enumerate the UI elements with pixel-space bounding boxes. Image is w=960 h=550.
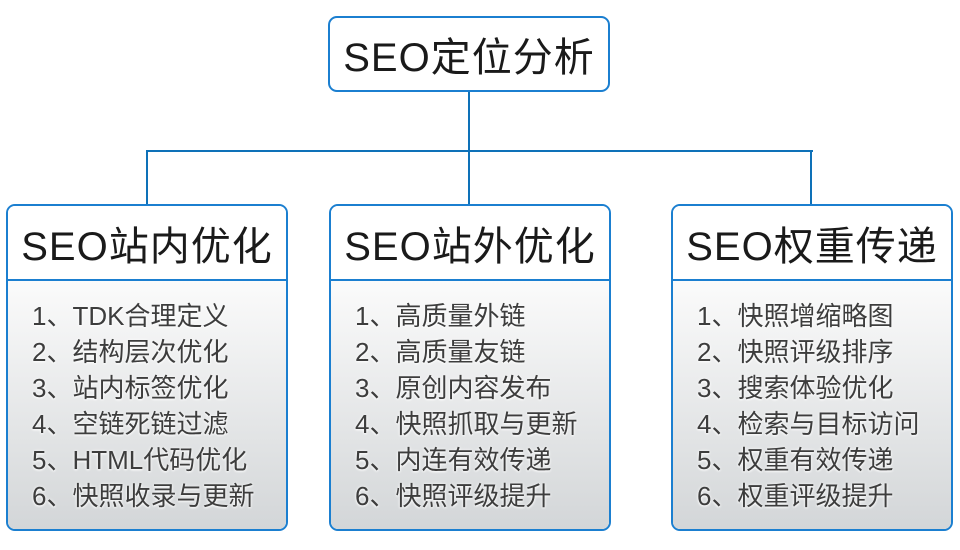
list-item: 1、高质量外链 — [355, 301, 526, 331]
column-offsite-optimization: SEO站外优化 1、高质量外链 2、高质量友链 3、原创内容发布 4、快照抓取与更新 5… — [329, 204, 611, 531]
list-item: 2、结构层次优化 — [32, 337, 229, 367]
list-item: 6、快照收录与更新 — [32, 481, 255, 511]
column-header: SEO站内优化 — [8, 206, 286, 281]
column-title: SEO站内优化 — [21, 224, 273, 269]
column-title: SEO权重传递 — [686, 224, 938, 269]
list-item: 4、空链死链过滤 — [32, 409, 229, 439]
root-node-title: SEO定位分析 — [343, 36, 595, 80]
list-item: 5、HTML代码优化 — [32, 445, 248, 475]
list-item: 3、原创内容发布 — [355, 373, 552, 403]
column-list: 1、TDK合理定义 2、结构层次优化 3、站内标签优化 4、空链死链过滤 5、HTML代… — [8, 281, 286, 529]
column-onsite-optimization: SEO站内优化 1、TDK合理定义 2、结构层次优化 3、站内标签优化 4、空链死链过… — [6, 204, 288, 531]
list-item: 5、权重有效传递 — [697, 445, 894, 475]
column-header: SEO站外优化 — [331, 206, 609, 281]
list-item: 2、快照评级排序 — [697, 337, 894, 367]
list-item: 3、站内标签优化 — [32, 373, 229, 403]
connector-drop-onsite — [146, 150, 148, 204]
list-item: 1、快照增缩略图 — [697, 301, 894, 331]
root-node: SEO定位分析 — [328, 16, 610, 92]
column-header: SEO权重传递 — [673, 206, 951, 281]
list-item: 1、TDK合理定义 — [32, 301, 229, 331]
column-title: SEO站外优化 — [344, 224, 596, 269]
list-item: 6、快照评级提升 — [355, 481, 552, 511]
column-list: 1、高质量外链 2、高质量友链 3、原创内容发布 4、快照抓取与更新 5、内连有效传递 6… — [331, 281, 609, 529]
list-item: 5、内连有效传递 — [355, 445, 552, 475]
column-list: 1、快照增缩略图 2、快照评级排序 3、搜索体验优化 4、检索与目标访问 5、权重有效传… — [673, 281, 951, 529]
list-item: 2、高质量友链 — [355, 337, 526, 367]
list-item: 4、快照抓取与更新 — [355, 409, 578, 439]
connector-drop-weight — [810, 150, 812, 204]
column-weight-transfer: SEO权重传递 1、快照增缩略图 2、快照评级排序 3、搜索体验优化 4、检索与目标访… — [671, 204, 953, 531]
connector-crossbar — [146, 150, 813, 152]
list-item: 4、检索与目标访问 — [697, 409, 920, 439]
connector-drop-offsite — [468, 150, 470, 204]
connector-root-stem — [468, 92, 470, 150]
list-item: 3、搜索体验优化 — [697, 373, 894, 403]
list-item: 6、权重评级提升 — [697, 481, 894, 511]
